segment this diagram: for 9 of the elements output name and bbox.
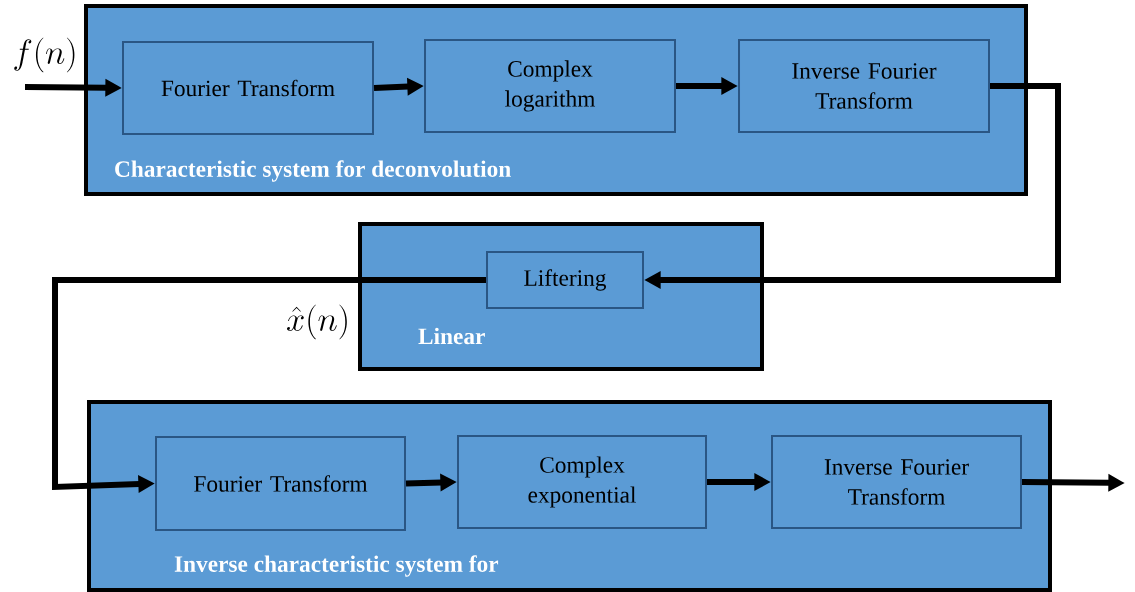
process-box: Fourier Transform (122, 41, 374, 135)
process-box: Fourier Transform (155, 436, 406, 531)
signal-label: $f(n)$ (14, 37, 75, 73)
process-box: Inverse Fourier Transform (738, 39, 990, 133)
process-box: Inverse Fourier Transform (771, 435, 1022, 529)
process-box: Complex exponential (457, 435, 707, 529)
process-box: Complex logarithm (424, 39, 676, 133)
signal-label: $\hat{x}(n)$ (287, 304, 347, 340)
process-box: Liftering (486, 251, 644, 309)
